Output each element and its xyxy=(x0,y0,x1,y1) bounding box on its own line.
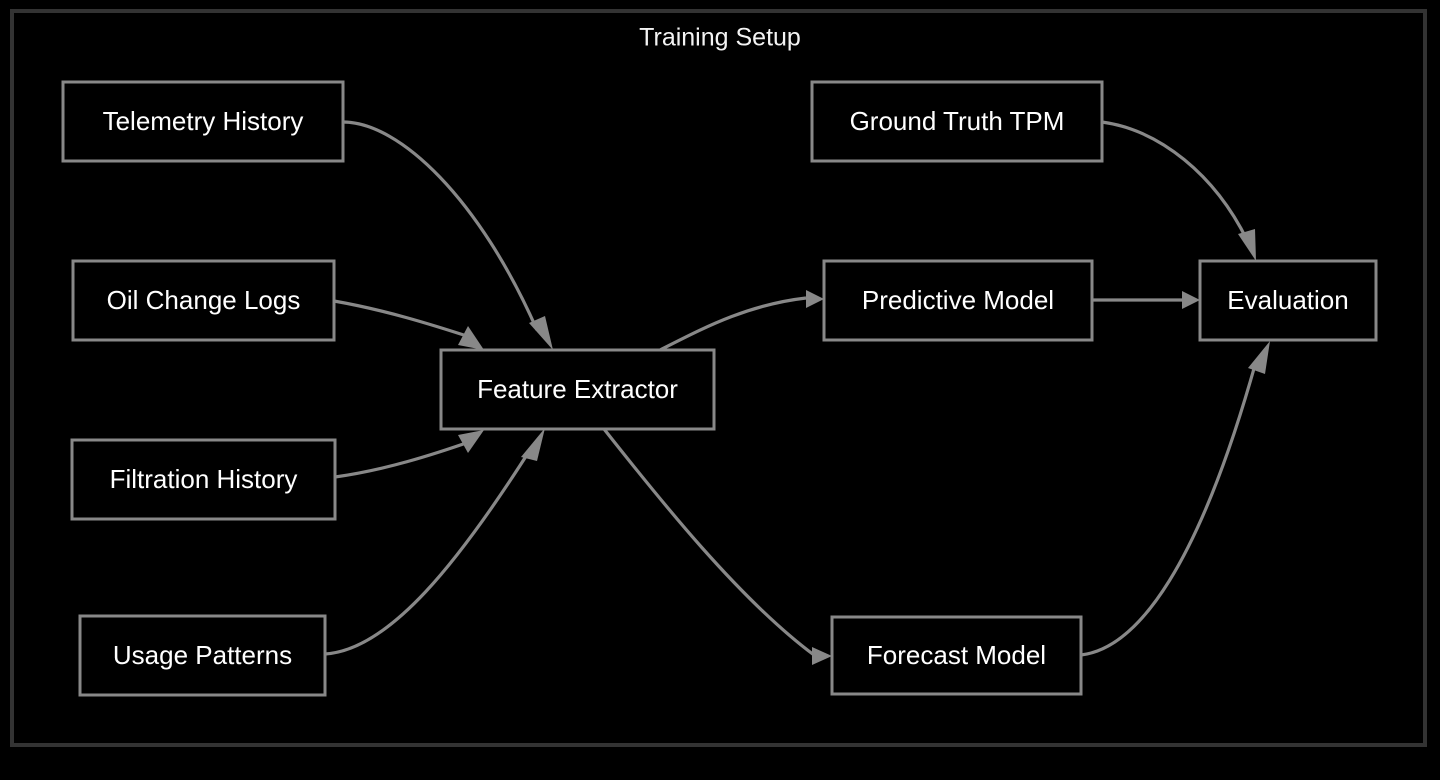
node-box[interactable] xyxy=(830,615,1083,696)
node-box[interactable] xyxy=(439,348,716,431)
node-label: Predictive Model xyxy=(862,285,1054,315)
node-telemetry-history[interactable]: Telemetry History xyxy=(61,80,345,163)
node-box[interactable] xyxy=(822,259,1094,342)
node-oil-change-logs[interactable]: Oil Change Logs xyxy=(71,259,336,342)
node-label: Forecast Model xyxy=(867,640,1046,670)
edge-groundtruth-to-evaluation xyxy=(1101,120,1256,261)
node-evaluation[interactable]: Evaluation xyxy=(1198,259,1378,342)
diagram-title: Training Setup xyxy=(639,24,801,52)
node-forecast-model[interactable]: Forecast Model xyxy=(830,615,1083,696)
node-feature-extractor[interactable]: Feature Extractor xyxy=(439,348,716,431)
edge-usage-to-extractor xyxy=(324,428,545,656)
node-label: Usage Patterns xyxy=(113,640,292,670)
node-label: Filtration History xyxy=(110,464,298,494)
node-filtration-history[interactable]: Filtration History xyxy=(70,438,337,521)
node-usage-patterns[interactable]: Usage Patterns xyxy=(78,614,327,697)
node-box[interactable] xyxy=(810,80,1104,163)
edge-telemetry-to-extractor xyxy=(342,120,553,350)
edge-oilchange-to-extractor xyxy=(333,299,484,350)
node-ground-truth-tpm[interactable]: Ground Truth TPM xyxy=(810,80,1104,163)
node-label: Feature Extractor xyxy=(477,374,678,404)
edge-extractor-to-forecast xyxy=(602,428,832,665)
node-box[interactable] xyxy=(61,80,345,163)
cluster-frame xyxy=(10,9,1427,747)
edge-predictive-to-evaluation xyxy=(1092,291,1200,309)
node-box[interactable] xyxy=(70,438,337,521)
node-label: Oil Change Logs xyxy=(107,285,301,315)
node-label: Ground Truth TPM xyxy=(850,106,1065,136)
edge-filtration-to-extractor xyxy=(334,430,484,479)
node-box[interactable] xyxy=(1198,259,1378,342)
node-box[interactable] xyxy=(78,614,327,697)
edge-extractor-to-predictive xyxy=(659,290,824,352)
node-label: Evaluation xyxy=(1227,285,1348,315)
node-box[interactable] xyxy=(71,259,336,342)
node-predictive-model[interactable]: Predictive Model xyxy=(822,259,1094,342)
edge-forecast-to-evaluation xyxy=(1080,341,1270,657)
node-label: Telemetry History xyxy=(103,106,304,136)
